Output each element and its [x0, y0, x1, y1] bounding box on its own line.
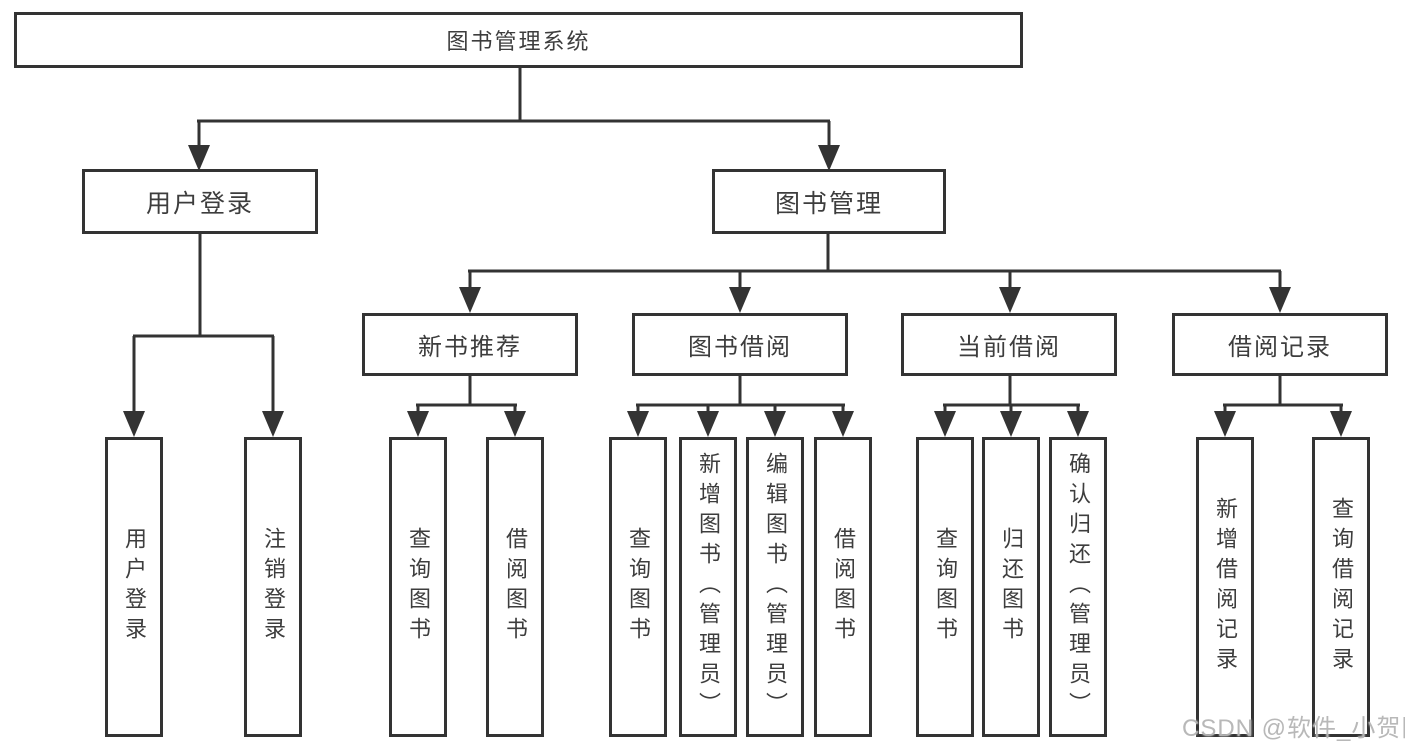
leaf-label: 确认归还（管理员）	[1066, 452, 1091, 722]
leaf-borrow-borrow-book: 借阅图书	[814, 437, 872, 737]
node-user-login: 用户登录	[82, 169, 318, 234]
leaf-newrec-query-book: 查询图书	[389, 437, 447, 737]
arrowhead-icons	[123, 145, 1352, 437]
leaf-borrow-edit-book-admin: 编辑图书（管理员）	[746, 437, 804, 737]
node-borrow-record: 借阅记录	[1172, 313, 1388, 376]
node-current-borrow: 当前借阅	[901, 313, 1117, 376]
node-label: 新书推荐	[418, 334, 522, 361]
leaf-logout: 注销登录	[244, 437, 302, 737]
node-label: 用户登录	[145, 189, 254, 218]
node-label: 图书借阅	[688, 334, 792, 361]
node-label: 图书管理	[774, 189, 883, 218]
node-label: 借阅记录	[1228, 334, 1332, 361]
leaf-newrec-borrow-book: 借阅图书	[486, 437, 544, 737]
node-root-system: 图书管理系统	[14, 12, 1023, 68]
leaf-label: 查询图书	[626, 527, 651, 647]
leaf-label: 借阅图书	[831, 527, 856, 647]
node-label: 图书管理系统	[446, 29, 591, 54]
leaf-label: 新增借阅记录	[1213, 497, 1238, 677]
leaf-current-confirm-return-admin: 确认归还（管理员）	[1049, 437, 1107, 737]
leaf-label: 借阅图书	[503, 527, 528, 647]
node-label: 当前借阅	[957, 334, 1061, 361]
leaf-label: 归还图书	[999, 527, 1024, 647]
leaf-label: 查询图书	[406, 527, 431, 647]
leaf-label: 用户登录	[122, 527, 147, 647]
leaf-user-login: 用户登录	[105, 437, 163, 737]
leaf-current-return-book: 归还图书	[982, 437, 1040, 737]
node-new-book-recommend: 新书推荐	[362, 313, 578, 376]
leaf-record-add-record: 新增借阅记录	[1196, 437, 1254, 737]
node-book-management: 图书管理	[712, 169, 946, 234]
leaf-label: 注销登录	[261, 527, 286, 647]
leaf-borrow-query-book: 查询图书	[609, 437, 667, 737]
leaf-current-query-book: 查询图书	[916, 437, 974, 737]
leaf-label: 查询借阅记录	[1329, 497, 1354, 677]
leaf-label: 查询图书	[933, 527, 958, 647]
leaf-borrow-add-book-admin: 新增图书（管理员）	[679, 437, 737, 737]
watermark: CSDN @软件_小贺同学	[1182, 715, 1405, 742]
leaf-label: 新增图书（管理员）	[696, 452, 721, 722]
node-book-borrow: 图书借阅	[632, 313, 848, 376]
leaf-label: 编辑图书（管理员）	[763, 452, 788, 722]
leaf-record-query-record: 查询借阅记录	[1312, 437, 1370, 737]
